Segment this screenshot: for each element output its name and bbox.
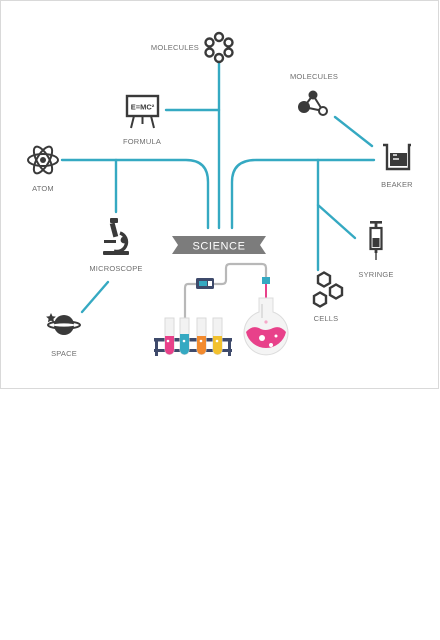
lab-apparatus-illustration xyxy=(154,262,289,356)
connector-space xyxy=(80,280,110,314)
label-syringe: SYRINGE xyxy=(358,270,393,279)
board-text: E=MC² xyxy=(131,103,155,112)
label-space: SPACE xyxy=(51,349,77,358)
science-banner: SCIENCE xyxy=(172,236,266,254)
connector-atom xyxy=(60,158,210,230)
test-tube-yellow xyxy=(212,317,223,355)
node-formula: E=MC² FORMULA xyxy=(123,94,161,146)
chalkboard-icon: E=MC² xyxy=(125,94,160,129)
test-tube-blue xyxy=(179,317,190,355)
banner-label: SCIENCE xyxy=(192,241,245,253)
node-space: SPACE xyxy=(46,313,81,358)
node-beaker: BEAKER xyxy=(381,143,413,189)
hexagon-cells-icon xyxy=(312,271,344,308)
test-tube-pink xyxy=(164,317,175,355)
microscope-icon xyxy=(103,218,129,255)
node-cells: CELLS xyxy=(312,271,344,323)
syringe-icon xyxy=(369,221,383,260)
molecule-ring-icon xyxy=(204,31,234,64)
node-syringe: SYRINGE xyxy=(358,221,393,279)
test-tube-rack xyxy=(154,338,232,356)
connector-molecules-right xyxy=(333,115,374,148)
label-atom: ATOM xyxy=(32,184,54,193)
label-cells: CELLS xyxy=(314,314,339,323)
connector-syringe xyxy=(316,203,357,240)
flask-stopper xyxy=(262,277,270,284)
node-atom: ATOM xyxy=(27,145,59,193)
connector-lines xyxy=(60,60,376,314)
valve-stopper xyxy=(196,278,214,289)
planet-icon xyxy=(46,313,81,335)
label-molecules-top: MOLECULES xyxy=(151,43,199,52)
beaker-icon xyxy=(383,143,411,171)
node-microscope: MICROSCOPE xyxy=(89,218,142,273)
test-tube-orange xyxy=(196,317,207,355)
node-molecules-right: MOLECULES xyxy=(290,72,338,116)
label-beaker: BEAKER xyxy=(381,180,413,189)
science-diagram: MOLECULES E=MC² FORMULA ATOM xyxy=(27,31,413,358)
molecule-triangle-icon xyxy=(298,90,328,116)
label-formula: FORMULA xyxy=(123,137,161,146)
atom-icon xyxy=(27,145,59,175)
connector-beaker xyxy=(230,158,376,230)
label-molecules-right: MOLECULES xyxy=(290,72,338,81)
node-molecules-top: MOLECULES xyxy=(151,31,234,64)
round-flask xyxy=(243,297,289,356)
label-microscope: MICROSCOPE xyxy=(89,264,142,273)
